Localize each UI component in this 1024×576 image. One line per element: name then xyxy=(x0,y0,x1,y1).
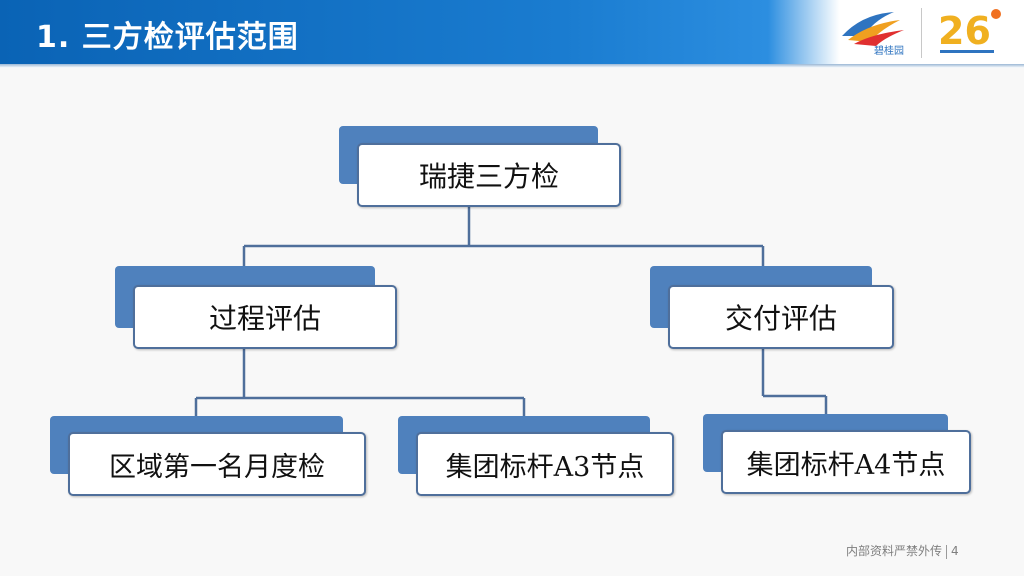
confidential-notice: 内部资料严禁外传 xyxy=(846,544,943,558)
anniversary-logo: 26 xyxy=(938,9,1001,53)
regional-check-node: 区域第一名月度检 xyxy=(68,432,366,496)
footer-separator xyxy=(946,544,948,559)
logo-separator xyxy=(921,8,922,58)
footer: 内部资料严禁外传 4 xyxy=(846,542,959,559)
brand-logo-text: 碧桂园 xyxy=(874,44,904,57)
a4-node: 集团标杆A4节点 xyxy=(721,430,971,494)
process-eval-node: 过程评估 xyxy=(133,285,397,349)
delivery-eval-node: 交付评估 xyxy=(668,285,894,349)
a3-node: 集团标杆A3节点 xyxy=(416,432,674,496)
header-shadow xyxy=(0,64,1024,68)
page-title: 1. 三方检评估范围 xyxy=(36,20,299,55)
page-number: 4 xyxy=(951,544,959,558)
root-node: 瑞捷三方检 xyxy=(357,143,621,207)
brand-logo: 碧桂园 xyxy=(842,12,904,57)
anniversary-logo-text: 26 xyxy=(938,9,991,53)
